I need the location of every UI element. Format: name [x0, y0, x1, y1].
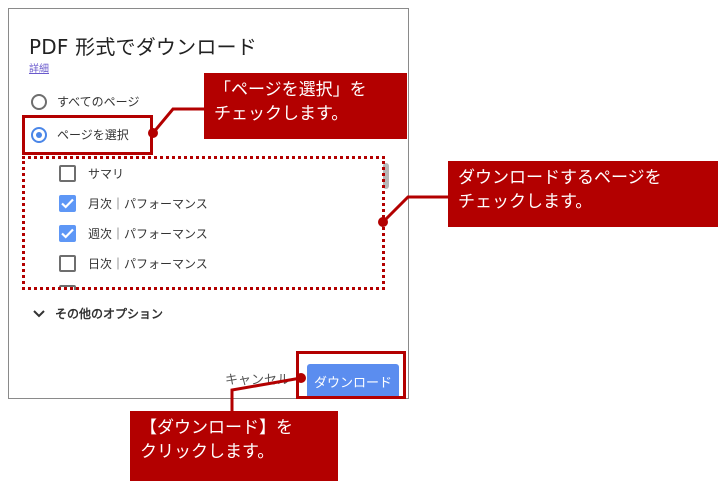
page-checkbox-list[interactable]: サマリ 月次｜パフォーマンス 週次｜パフォーマンス 日次｜パフォーマンス — [23, 156, 386, 290]
page-item-monthly[interactable]: 月次｜パフォーマンス — [59, 195, 208, 212]
radio-select-pages[interactable]: ページを選択 — [31, 126, 129, 143]
radio-button-all-pages[interactable] — [31, 93, 47, 110]
page-item-label: サマリ — [88, 167, 125, 181]
page-item-label: 週次｜パフォーマンス — [88, 227, 208, 241]
checkbox-summary[interactable] — [59, 165, 76, 182]
page-item-label: 日次｜パフォーマンス — [88, 257, 208, 271]
callout-click-download: 【ダウンロード】を クリックします。 — [130, 411, 338, 481]
dialog-title: PDF 形式でダウンロード — [29, 35, 257, 59]
checkmark-icon — [61, 198, 74, 209]
radio-button-select-pages[interactable] — [31, 126, 47, 143]
highlight-page-list — [22, 156, 385, 290]
callout-select-pages: 「ページを選択」を チェックします。 — [204, 73, 407, 139]
list-scrollbar-thumb[interactable] — [383, 163, 389, 189]
download-button[interactable]: ダウンロード — [307, 364, 399, 399]
annotation-dot — [148, 128, 158, 138]
annotation-dot — [296, 373, 306, 383]
cancel-button[interactable]: キャンセル — [225, 369, 290, 388]
page-item-label: 月次｜パフォーマンス — [88, 197, 208, 211]
radio-all-pages-label: すべてのページ — [57, 95, 140, 109]
callout-check-pages: ダウンロードするページを チェックします。 — [448, 161, 718, 227]
page-item-summary[interactable]: サマリ — [59, 165, 124, 182]
chevron-down-icon — [33, 309, 45, 317]
page-item-daily[interactable]: 日次｜パフォーマンス — [59, 255, 208, 272]
highlight-download-button — [296, 351, 406, 399]
checkbox-weekly[interactable] — [59, 225, 76, 242]
radio-select-pages-label: ページを選択 — [57, 128, 129, 142]
highlight-select-pages — [22, 115, 153, 155]
checkbox-monthly[interactable] — [59, 195, 76, 212]
other-options-label: その他のオプション — [55, 307, 164, 321]
checkbox-daily[interactable] — [59, 255, 76, 272]
details-link[interactable]: 詳細 — [29, 64, 49, 75]
checkmark-icon — [61, 228, 74, 239]
radio-all-pages[interactable]: すべてのページ — [31, 93, 139, 110]
annotation-dot — [378, 217, 388, 227]
other-options-toggle[interactable]: その他のオプション — [33, 305, 163, 322]
page-item-weekly[interactable]: 週次｜パフォーマンス — [59, 225, 208, 242]
